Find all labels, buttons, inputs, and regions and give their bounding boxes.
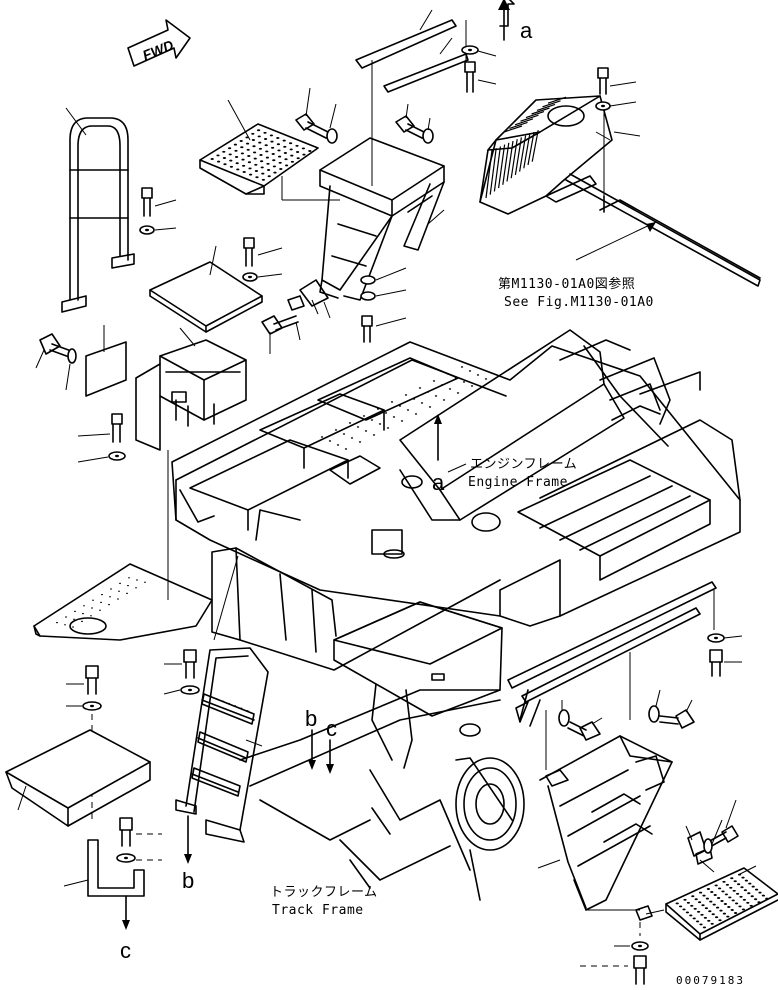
revolving-frame: a [171, 329, 741, 627]
top-rails: a [355, 0, 533, 93]
connector-c-bottom: c [120, 938, 131, 963]
engine-frame-callout: エンジンフレーム Engine Frame [447, 457, 577, 490]
checkered-plate-upper [199, 99, 340, 201]
track-frame-en: Track Frame [272, 903, 364, 918]
connector-b-bottom: b [182, 868, 194, 893]
lower-ladder-center: b [163, 555, 269, 893]
handrail-left [61, 107, 135, 313]
bolt-set-left [139, 187, 283, 282]
engine-cover [479, 67, 761, 287]
bolt-set-top-center [295, 45, 497, 144]
engine-frame-jp: エンジンフレーム [470, 457, 577, 472]
drawing-code: 00079183 [676, 974, 745, 987]
connector-a-mid: a [432, 470, 445, 495]
track-frame: b c [211, 547, 541, 901]
step-bracket-box [135, 327, 247, 451]
figure-reference: 第M1130-01A0図参照 See Fig.M1130-01A0 [498, 276, 654, 310]
forward-arrow-icon: FWD [127, 19, 191, 67]
lower-left-assembly: c [5, 665, 162, 963]
connector-b-mid: b [305, 706, 317, 731]
figure-ref-jp: 第M1130-01A0図参照 [498, 276, 635, 292]
upper-ladder-frame [319, 60, 445, 301]
track-frame-callout: トラックフレーム Track Frame [270, 885, 378, 918]
cover-plate [149, 245, 263, 333]
base-plate-left [33, 450, 213, 641]
side-panel-left [35, 325, 127, 463]
track-frame-jp: トラックフレーム [270, 885, 378, 900]
clamp-parts [261, 267, 407, 354]
lower-right-assembly [507, 581, 778, 985]
connector-a-top: a [520, 18, 533, 43]
figure-ref-en: See Fig.M1130-01A0 [504, 295, 654, 310]
connector-c-mid: c [326, 716, 337, 741]
engine-frame-en: Engine Frame [468, 475, 568, 490]
